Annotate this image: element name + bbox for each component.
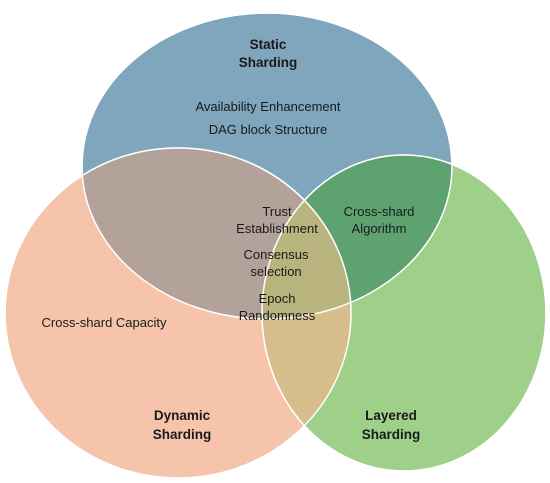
layered-title-line1: Layered	[365, 408, 417, 423]
center-item-epoch-line1: Epoch	[259, 291, 296, 306]
static-layered-item-line2: Algorithm	[352, 221, 407, 236]
dynamic-title-line1: Dynamic	[154, 408, 211, 423]
layered-title-line2: Sharding	[362, 427, 421, 442]
center-item-epoch-line2: Randomness	[239, 308, 316, 323]
static-item-dag: DAG block Structure	[209, 122, 328, 137]
static-layered-item-line1: Cross-shard	[344, 204, 415, 219]
static-title-line2: Sharding	[239, 55, 298, 70]
static-title-line1: Static	[250, 37, 287, 52]
center-item-trust-line1: Trust	[262, 204, 292, 219]
center-item-consensus-line1: Consensus	[243, 247, 309, 262]
static-item-availability: Availability Enhancement	[195, 99, 340, 114]
dynamic-title-line2: Sharding	[153, 427, 212, 442]
layered-outline	[261, 154, 547, 472]
dynamic-item-capacity: Cross-shard Capacity	[42, 315, 167, 330]
static-outline	[81, 12, 453, 320]
center-item-consensus-line2: selection	[250, 264, 301, 279]
dynamic-outline	[4, 147, 352, 479]
center-item-trust-line2: Establishment	[236, 221, 318, 236]
